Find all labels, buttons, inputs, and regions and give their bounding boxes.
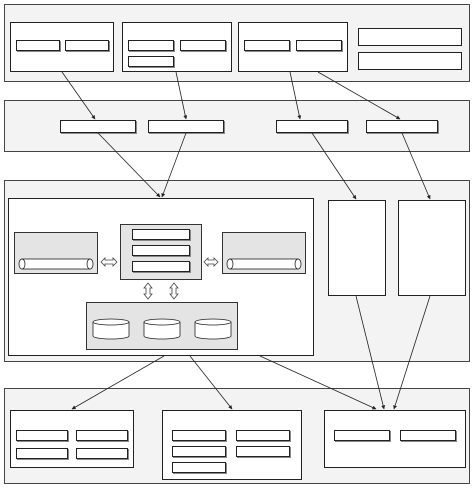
- task-management-item-3[interactable]: [128, 56, 174, 67]
- arrow-scheduler-to-processing: [189, 355, 233, 410]
- flow-management-item-1[interactable]: [16, 40, 60, 51]
- persistence-store-2: [143, 318, 181, 340]
- collection-item-2[interactable]: [76, 430, 128, 441]
- database-icon: [194, 318, 232, 340]
- arrow-ui-to-interface-2: [175, 71, 188, 120]
- resource-management-item-2[interactable]: [296, 40, 342, 51]
- arrow-resource-to-storage: [355, 295, 386, 410]
- resource-service[interactable]: [328, 200, 386, 296]
- flow-management-item-2[interactable]: [65, 40, 109, 51]
- center-item-2[interactable]: [132, 245, 190, 256]
- double-arrow-flow-center: [100, 257, 118, 267]
- storage-item-1[interactable]: [334, 430, 390, 441]
- arrow-ui-to-interface-3: [289, 71, 302, 120]
- arrow-ui-to-interface-4: [317, 71, 401, 120]
- task-management-item-2[interactable]: [180, 40, 226, 51]
- collection-item-4[interactable]: [76, 448, 128, 459]
- arrow-interface-to-resource-service: [311, 132, 357, 200]
- storage-item-2[interactable]: [400, 430, 456, 441]
- processing-item-3[interactable]: [172, 446, 226, 457]
- processing-item-5[interactable]: [172, 462, 226, 473]
- flow-engine-bus: [18, 255, 94, 270]
- interface-item-4[interactable]: [366, 120, 438, 133]
- collection-item-1[interactable]: [16, 430, 68, 441]
- persistence-store-3: [194, 318, 232, 340]
- interface-item-1[interactable]: [60, 120, 136, 133]
- arrow-interface-to-scheduler-2: [161, 132, 187, 198]
- processing-item-1[interactable]: [172, 430, 226, 441]
- flow-engine-bus-pipe: [18, 258, 94, 270]
- processing-item-4[interactable]: [236, 446, 290, 457]
- permission-management-unit[interactable]: [358, 28, 462, 46]
- arrow-query-to-storage: [393, 295, 431, 410]
- database-icon: [92, 318, 130, 340]
- query-service[interactable]: [398, 200, 466, 296]
- arrow-interface-to-scheduler-1: [97, 132, 161, 198]
- center-item-1[interactable]: [132, 229, 190, 240]
- dispatch-engine-bus-pipe: [226, 258, 302, 270]
- interface-item-3[interactable]: [276, 120, 348, 133]
- double-arrow-center-persistence-left: [143, 282, 153, 300]
- arrow-ui-to-interface-1: [61, 71, 96, 120]
- processing-item-2[interactable]: [236, 430, 290, 441]
- operations-management-unit[interactable]: [358, 52, 462, 70]
- arrow-interface-to-query-service: [401, 132, 431, 200]
- arrow-scheduler-to-storage: [259, 355, 377, 410]
- task-management-item-1[interactable]: [128, 40, 174, 51]
- database-icon: [143, 318, 181, 340]
- persistence-store-1: [92, 318, 130, 340]
- resource-management-item-1[interactable]: [244, 40, 290, 51]
- collection-item-3[interactable]: [16, 448, 68, 459]
- interface-item-2[interactable]: [148, 120, 224, 133]
- dispatch-engine-bus: [226, 255, 302, 270]
- double-arrow-center-dispatch: [203, 257, 219, 267]
- arrow-scheduler-to-collection: [71, 355, 165, 410]
- center-item-3[interactable]: [132, 261, 190, 272]
- double-arrow-center-persistence-right: [169, 282, 179, 300]
